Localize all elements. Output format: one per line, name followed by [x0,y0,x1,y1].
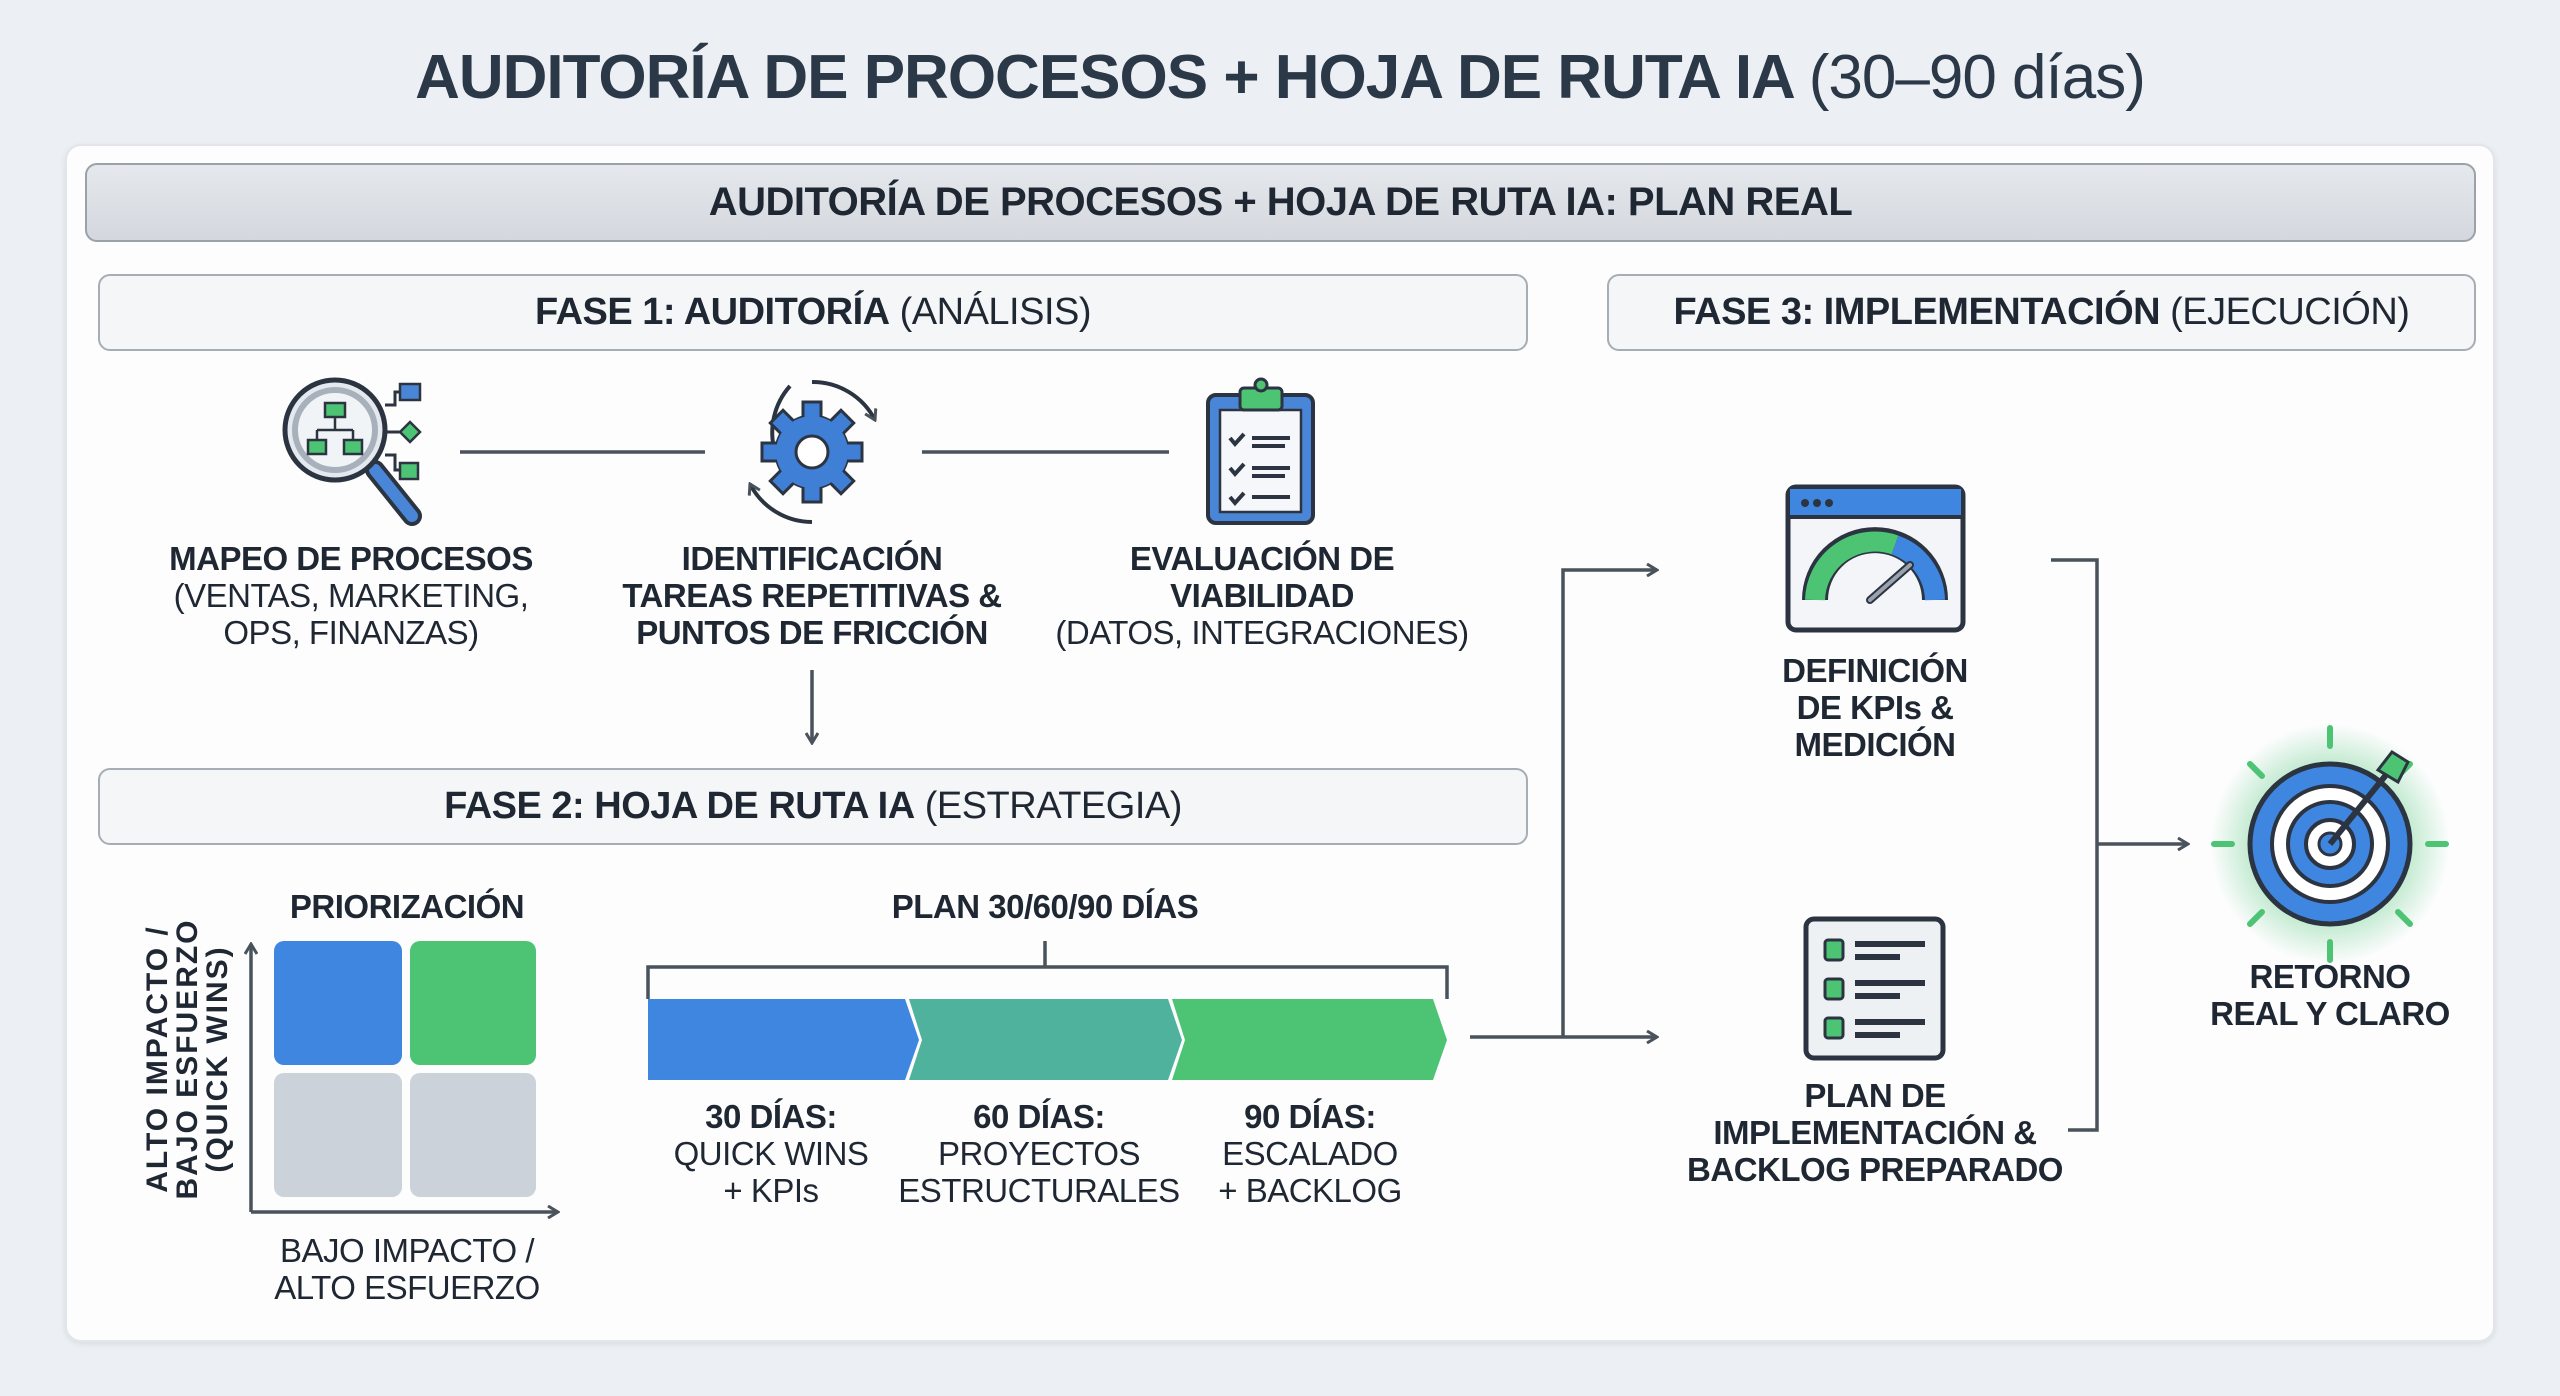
step-detail: (VENTAS, MARKETING, [173,577,529,614]
x-axis-label: BAJO IMPACTO / ALTO ESFUERZO [237,1232,577,1306]
prioritization-title-text: PRIORIZACIÓN [289,888,525,925]
stage-title: 30 DÍAS: [705,1098,837,1135]
y-axis-label-line: (QUICK WINS) [201,945,234,1173]
quadrant-bottom-right [410,1073,536,1197]
y-axis-label-line: BAJO ESFUERZO [171,918,204,1200]
stage-detail: PROYECTOS [937,1135,1141,1172]
gear-cycle-icon [741,379,882,524]
step-title: EVALUACIÓN DE [1129,540,1395,577]
phase3-header: FASE 3: IMPLEMENTACIÓN(EJECUCIÓN) [1607,274,2476,351]
phase2-header: FASE 2: HOJA DE RUTA IA(ESTRATEGIA) [98,768,1528,845]
x-axis-label-line: ALTO ESFUERZO [274,1269,540,1306]
stage-detail: + BACKLOG [1218,1172,1402,1209]
plan-label-line: PLAN DE [1804,1077,1946,1114]
page-title: AUDITORÍA DE PROCESOS + HOJA DE RUTA IA … [0,42,2560,113]
chevron-60 [909,999,1182,1080]
quadrant-quick-wins [274,941,402,1065]
y-axis-label-line: ALTO IMPACTO / [141,925,174,1193]
step-title: MAPEO DE PROCESOS [169,540,533,577]
step-title: TAREAS REPETITIVAS & [622,577,1002,614]
stage-30: 30 DÍAS:QUICK WINS+ KPIs [641,1098,901,1209]
step-viability: EVALUACIÓN DE VIABILIDAD (DATOS, INTEGRA… [1032,540,1492,651]
phase3-subtitle: (EJECUCIÓN) [2170,291,2410,333]
magnifier-flowchart-icon [282,377,422,526]
connectors [251,450,2188,1212]
step-title: PUNTOS DE FRICCIÓN [636,614,988,651]
quadrant-bottom-left [274,1073,402,1197]
phase3-title: FASE 3: IMPLEMENTACIÓN [1673,291,2161,333]
merge-bracket [2051,558,2099,1132]
header-bar: AUDITORÍA DE PROCESOS + HOJA DE RUTA IA:… [85,163,2476,242]
chevron-90 [1172,999,1447,1080]
plan-label-line: IMPLEMENTACIÓN & [1713,1114,2037,1151]
stage-detail: + KPIs [723,1172,819,1209]
gauge-dashboard-icon [1785,484,1966,633]
stage-detail: ESTRUCTURALES [898,1172,1180,1209]
phase2-subtitle: (ESTRATEGIA) [924,785,1183,827]
phase1-header: FASE 1: AUDITORÍA(ANÁLISIS) [98,274,1528,351]
clipboard-checklist-icon [1206,377,1315,525]
prioritization-title: PRIORIZACIÓN [237,888,577,925]
stage-detail: ESCALADO [1222,1135,1398,1172]
result-label-line: REAL Y CLARO [2210,995,2450,1032]
x-axis-label-line: BAJO IMPACTO / [280,1232,535,1269]
phase1-title: FASE 1: AUDITORÍA [534,291,890,333]
kpi-label-line: DEFINICIÓN [1782,652,1968,689]
plan-bracket [646,941,1449,999]
stage-title: 90 DÍAS: [1244,1098,1376,1135]
chevron-30 [648,999,919,1080]
step-title: VIABILIDAD [1170,577,1354,614]
plan-title-text: PLAN 30/60/90 DÍAS [891,888,1199,925]
quadrant-top-right [410,941,536,1065]
stage-90: 90 DÍAS:ESCALADO+ BACKLOG [1180,1098,1440,1209]
title-light: (30–90 días) [1808,43,2146,112]
step-process-mapping: MAPEO DE PROCESOS (VENTAS, MARKETING, OP… [131,540,571,651]
step-detail: OPS, FINANZAS) [223,614,479,651]
stage-title: 60 DÍAS: [973,1098,1105,1135]
plan-title: PLAN 30/60/90 DÍAS [845,888,1245,925]
checklist-document-icon [1803,916,1946,1061]
step-identification: IDENTIFICACIÓN TAREAS REPETITIVAS & PUNT… [582,540,1042,651]
arrow-to-kpi [1561,570,1657,1037]
title-bold: AUDITORÍA DE PROCESOS + HOJA DE RUTA IA [415,43,1793,112]
plan-label-line: BACKLOG PREPARADO [1687,1151,2063,1188]
plan-chevrons [648,999,1447,1080]
step-detail: (DATOS, INTEGRACIONES) [1055,614,1469,651]
target-arrow-icon [2210,724,2450,964]
phase2-title: FASE 2: HOJA DE RUTA IA [444,785,915,827]
result-label-line: RETORNO [2249,958,2411,995]
y-axis-label: ALTO IMPACTO / BAJO ESFUERZO (QUICK WINS… [141,839,234,1279]
kpi-label-line: MEDICIÓN [1794,726,1957,763]
priority-matrix [274,941,536,1197]
phase1-subtitle: (ANÁLISIS) [899,291,1092,333]
step-title: IDENTIFICACIÓN [681,540,943,577]
kpi-label-line: DE KPIs & [1796,689,1954,726]
stage-detail: QUICK WINS [673,1135,869,1172]
